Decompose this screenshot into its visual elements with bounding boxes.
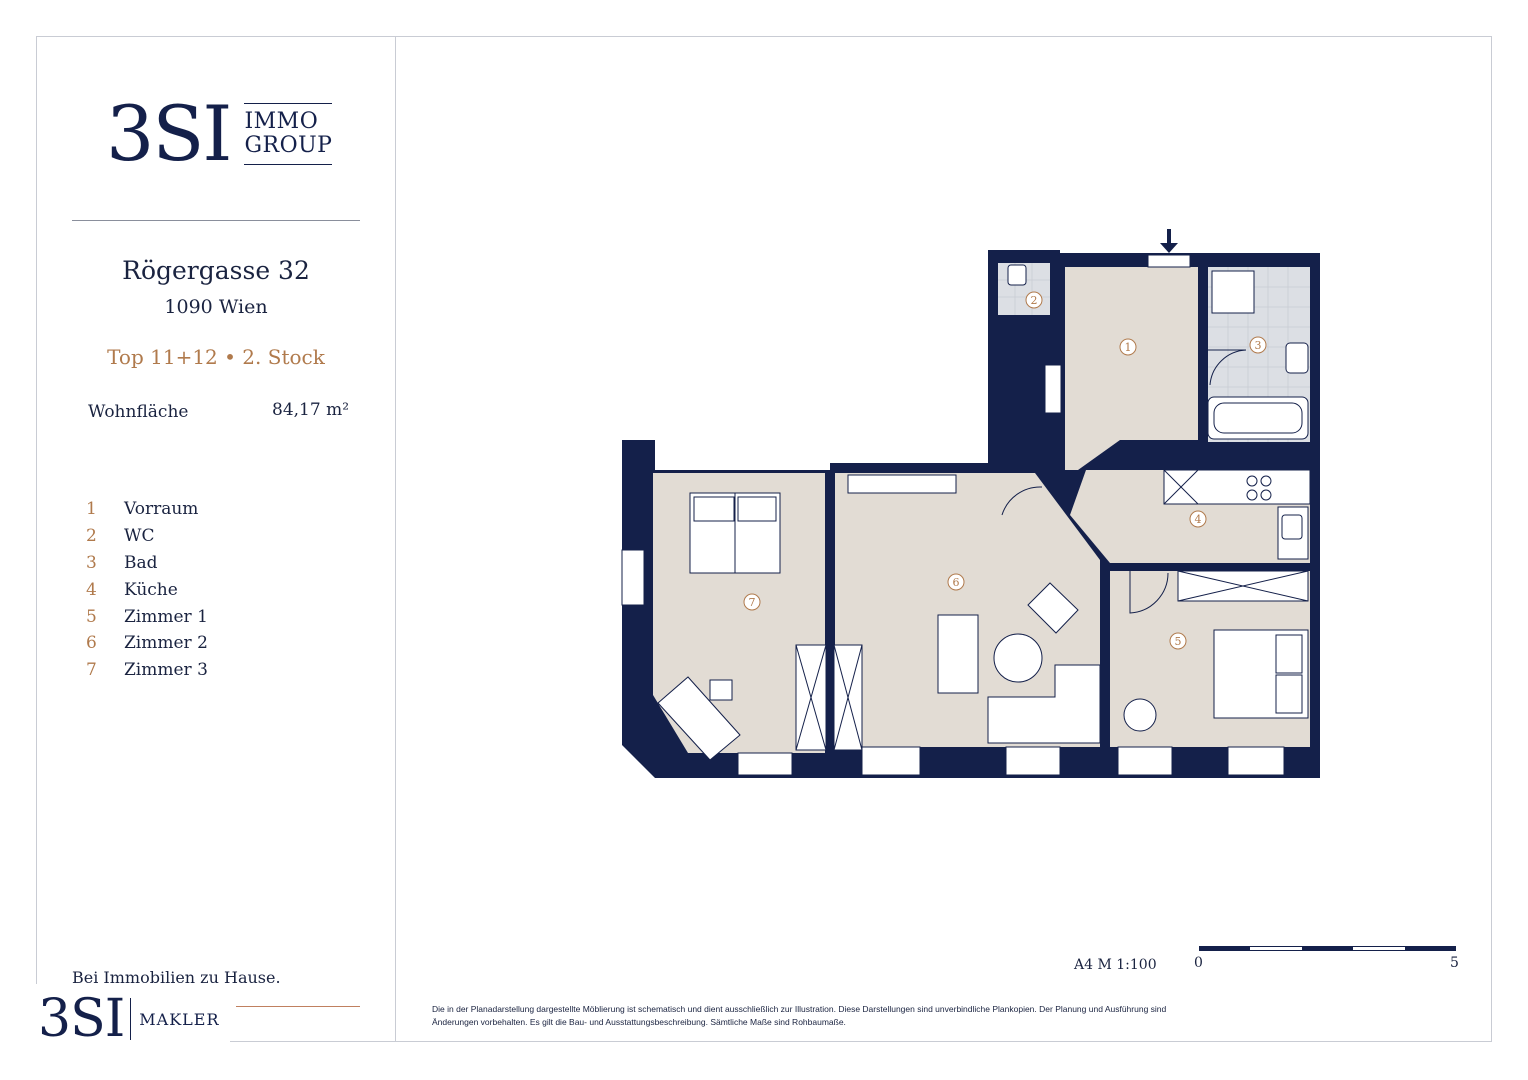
legend-number: 2 (86, 526, 97, 547)
floor-plan: 1 2 3 4 5 6 7 (621, 229, 1320, 778)
makler-logo: 3SI MAKLER (30, 984, 230, 1054)
legend-name: Bad (124, 552, 158, 573)
legend-name: WC (124, 526, 155, 547)
logo-main: 3SI (106, 89, 232, 178)
shower-icon (1211, 270, 1255, 314)
legend-number: 3 (86, 552, 97, 573)
room-marker-labels: 1 2 3 4 5 6 7 (749, 294, 1262, 648)
desk (657, 676, 741, 761)
area-label: Wohnfläche (88, 402, 189, 422)
legend-row: 7 Zimmer 3 (86, 657, 208, 684)
kitchen-counter (1163, 469, 1311, 505)
scale-start: 0 (1194, 955, 1203, 971)
stove-icon (1246, 475, 1258, 487)
disclaimer: Die in der Planadarstellung dargestellte… (432, 1004, 1167, 1027)
room-marker-3: 3 (1255, 339, 1262, 352)
room-marker-6: 6 (953, 576, 960, 589)
chair-icon (709, 679, 733, 701)
table-icon (993, 633, 1043, 683)
company-logo: 3SI IMMO GROUP (106, 89, 333, 178)
header-divider (72, 220, 360, 221)
legend-number: 1 (86, 499, 97, 520)
scale-segment (1199, 946, 1251, 951)
legend-row: 1 Vorraum (86, 496, 208, 523)
legend-name: Zimmer 2 (124, 633, 208, 654)
legend-name: Küche (124, 579, 178, 600)
armchair-icon (1027, 582, 1079, 634)
logo-sub-2: GROUP (244, 133, 333, 158)
city-address: 1090 Wien (164, 296, 268, 318)
scale-bar (1199, 946, 1457, 951)
legend-name: Zimmer 3 (124, 660, 208, 681)
makler-logo-text: MAKLER (139, 1009, 220, 1029)
entrance-arrow (1160, 229, 1178, 253)
scale-segment (1353, 946, 1405, 951)
sofa-icon (987, 664, 1101, 744)
scale-segment (1301, 946, 1354, 951)
street-address: Rögergasse 32 (122, 256, 310, 285)
legend-row: 2 WC (86, 523, 208, 550)
footer-divider (236, 1006, 360, 1007)
windows (621, 254, 1285, 776)
area-value: 84,17 m² (272, 400, 350, 420)
legend-name: Vorraum (124, 499, 199, 520)
logo-subtitle: IMMO GROUP (244, 103, 333, 165)
room-marker-2: 2 (1031, 294, 1038, 307)
legend-number: 4 (86, 579, 97, 600)
room-marker-1: 1 (1125, 341, 1132, 354)
scale-segment (1250, 946, 1302, 951)
sink-icon (1285, 342, 1309, 374)
panel-divider (395, 36, 396, 1042)
legend-row: 6 Zimmer 2 (86, 630, 208, 657)
scale-label: A4 M 1:100 (1074, 957, 1157, 973)
logo-sub-1: IMMO (244, 109, 319, 134)
sideboard (847, 474, 957, 494)
plant-icon (1123, 698, 1157, 732)
doors (1001, 349, 1247, 614)
room-marker-4: 4 (1195, 513, 1202, 526)
unit-info: Top 11+12 • 2. Stock (107, 345, 325, 369)
room-marker-7: 7 (749, 596, 756, 609)
kitchen-sink-icon (1281, 514, 1303, 540)
makler-logo-main: 3SI (38, 989, 125, 1049)
toilet-icon (1007, 264, 1027, 286)
legend-row: 4 Küche (86, 576, 208, 603)
room-markers (743, 291, 1267, 650)
makler-logo-separator (130, 998, 132, 1040)
scale-end: 5 (1450, 955, 1459, 971)
room-marker-5: 5 (1175, 635, 1182, 648)
legend-name: Zimmer 1 (124, 606, 208, 627)
sofa-icon (937, 614, 979, 694)
bathtub-icon (1207, 396, 1309, 440)
legend-row: 3 Bad (86, 550, 208, 577)
scale-segment (1404, 946, 1457, 951)
legend-number: 6 (86, 633, 97, 654)
page-frame (36, 36, 1492, 1042)
legend-number: 7 (86, 660, 97, 681)
fixtures (657, 264, 1311, 761)
legend-number: 5 (86, 606, 97, 627)
tagline: Bei Immobilien zu Hause. (72, 968, 281, 987)
legend-row: 5 Zimmer 1 (86, 603, 208, 630)
